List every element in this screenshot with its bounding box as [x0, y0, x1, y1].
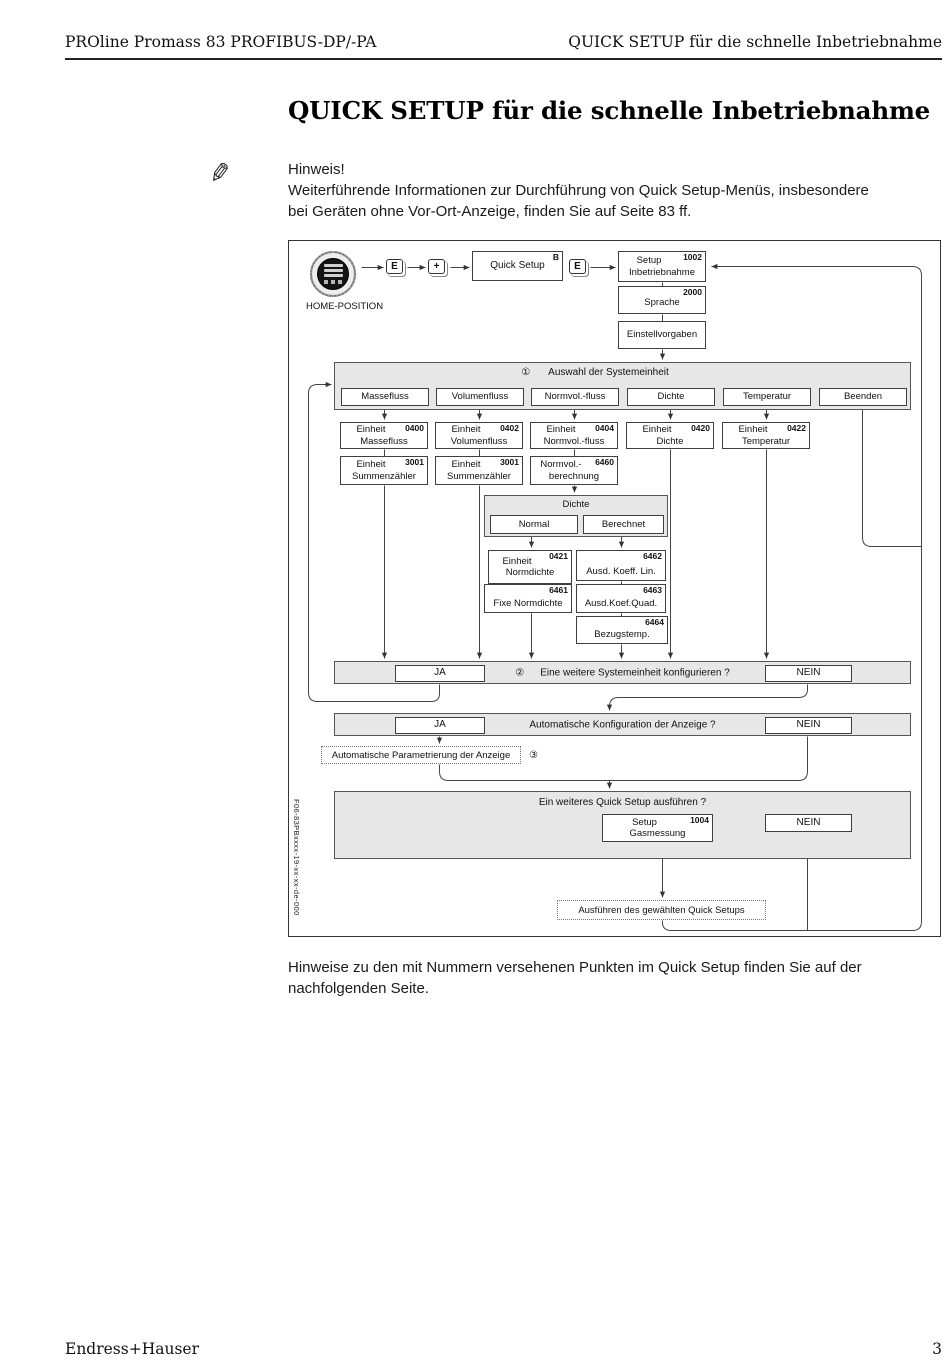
page-title: QUICK SETUP für die schnelle Inbetriebna… — [288, 96, 931, 125]
ausd-koeff-lin-box: 6462 Ausd. Koeff. Lin. — [576, 550, 666, 581]
option-normvol-fluss: Normvol.-fluss — [531, 388, 619, 406]
home-position-label: HOME-POSITION — [306, 301, 384, 312]
enter-key-icon: E — [569, 259, 586, 274]
quick-setup-flowchart: HOME-POSITION E + E B Quick Setup 1002 S… — [288, 240, 941, 937]
footer-company: Endress+Hauser — [65, 1340, 199, 1358]
ausd-koef-quad-box: 6463 Ausd.Koef.Quad. — [576, 584, 666, 613]
option-temperatur: Temperatur — [723, 388, 811, 406]
figure-code: F06-83PBxxxx-19-xx-xx-de-000 — [292, 799, 301, 916]
option-massefluss: Massefluss — [341, 388, 429, 406]
bezugstemp-box: 6464 Bezugstemp. — [576, 616, 668, 644]
option-dichte: Dichte — [627, 388, 715, 406]
plus-key-icon: + — [428, 259, 445, 274]
note-text-line: Weiterführende Informationen zur Durchfü… — [288, 182, 869, 199]
enter-key-icon: E — [386, 259, 403, 274]
header-product-name: PROline Promass 83 PROFIBUS-DP/-PA — [65, 33, 377, 51]
nein-box: NEIN — [765, 664, 852, 682]
nein-box: NEIN — [765, 716, 852, 734]
diagram-caption: Hinweise zu den mit Nummern versehenen P… — [288, 959, 862, 997]
ausfuehren-quick-setup-box: Ausführen des gewählten Quick Setups — [557, 900, 766, 920]
question-auto-konfiguration: Automatische Konfiguration der Anzeige ?… — [334, 713, 911, 736]
circled-1-marker: ① — [521, 367, 531, 378]
header-chapter-name: QUICK SETUP für die schnelle Inbetriebna… — [568, 33, 942, 51]
einstellvorgaben-box: Einstellvorgaben — [618, 321, 706, 349]
setup-inbetriebnahme-box: 1002 Setup Inbetriebnahme — [618, 251, 706, 282]
param-number: 2000 — [683, 287, 702, 297]
normvol-berechnung-box: 6460 Normvol.-berechnung — [530, 456, 618, 485]
ja-box: JA — [395, 716, 485, 734]
header-rule — [65, 58, 942, 60]
footer-page-number: 3 — [932, 1340, 942, 1358]
circled-2-marker: ② — [515, 667, 525, 678]
option-normal: Normal — [490, 515, 578, 534]
sprache-box: 2000 Sprache — [618, 286, 706, 314]
quick-setup-box: B Quick Setup — [472, 251, 563, 281]
option-volumenfluss: Volumenfluss — [436, 388, 524, 406]
question-weiteres-quick-setup: Ein weiteres Quick Setup ausführen ? 100… — [334, 791, 911, 859]
option-berechnet: Berechnet — [583, 515, 664, 534]
param-number: 1002 — [683, 252, 702, 262]
question-text: Ein weiteres Quick Setup ausführen ? — [538, 797, 707, 808]
circled-3-marker: ③ — [529, 750, 538, 761]
dichte-group: Dichte Normal Berechnet — [484, 495, 668, 537]
superscript: B — [552, 252, 559, 262]
fixe-normdichte-box: 6461 Fixe Normdichte — [484, 584, 572, 613]
question-text: Automatische Konfiguration der Anzeige ? — [529, 719, 716, 730]
pencil-note-icon: ✎ — [206, 156, 233, 190]
ja-box: JA — [395, 664, 485, 682]
option-beenden: Beenden — [819, 388, 907, 406]
note-text-line: bei Geräten ohne Vor-Ort-Anzeige, finden… — [288, 203, 692, 220]
nein-box: NEIN — [765, 814, 852, 832]
auto-parametrierung-box: Automatische Parametrierung der Anzeige — [321, 746, 521, 764]
dichte-group-title: Dichte — [562, 499, 590, 510]
device-display — [317, 258, 349, 290]
home-position-device-icon — [310, 251, 356, 297]
note-heading: Hinweis! — [288, 161, 345, 178]
note-block: Hinweis! Weiterführende Informationen zu… — [288, 159, 950, 222]
